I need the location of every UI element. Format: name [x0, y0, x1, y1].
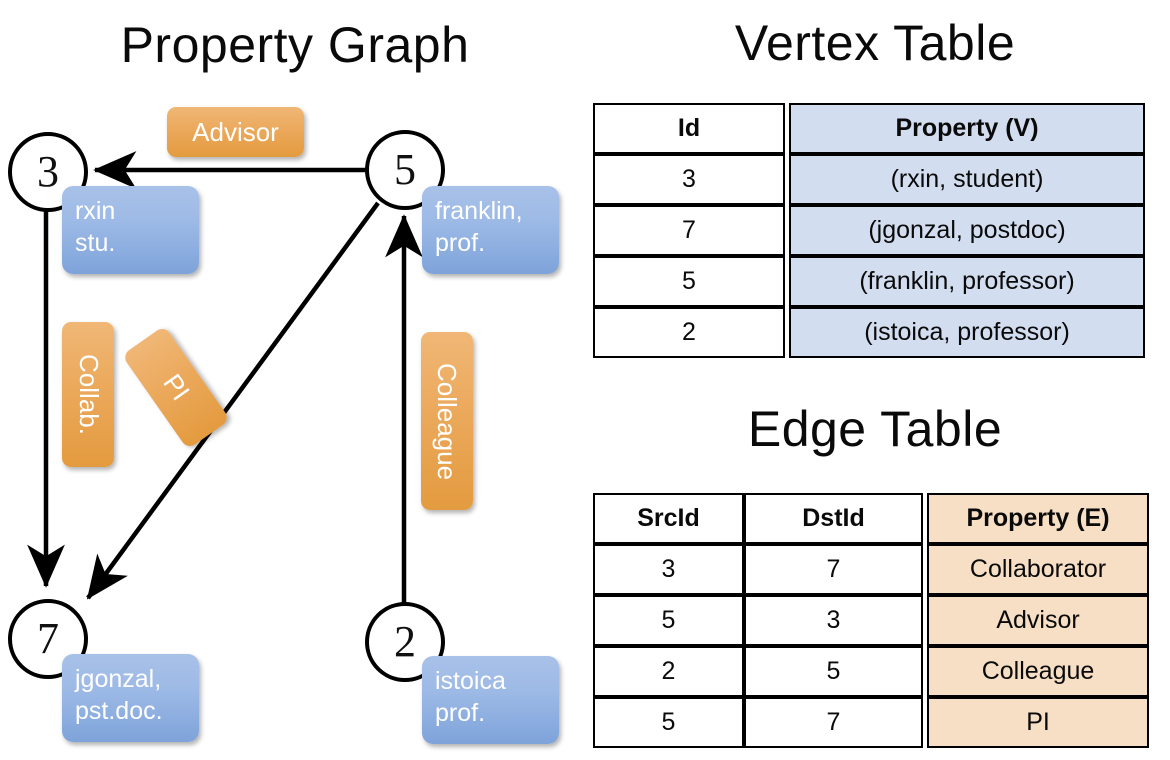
vertex-table-header-row: Id Property (V) [593, 103, 1145, 154]
table-row[interactable]: 2 (istoica, professor) [593, 307, 1145, 358]
vertex-table-col-property: Property (V) [789, 103, 1145, 154]
graph-node-3-label: 3 [37, 147, 59, 196]
page-title-edge-table: Edge Table [747, 401, 1003, 457]
graph-node-5-property-box: franklin, prof. [422, 186, 559, 274]
graph-node-3-property-line1: rxin [75, 197, 116, 225]
edge-cell-dstid: 7 [744, 697, 923, 748]
edge-label-advisor-text: Advisor [192, 116, 279, 147]
vertex-cell-id: 2 [593, 307, 785, 358]
graph-node-7-property-box: jgonzal, pst.doc. [62, 654, 199, 742]
vertex-cell-spacer [785, 154, 789, 205]
edge-label-colleague-text: Colleague [432, 362, 463, 480]
edge-label-advisor: Advisor [167, 107, 304, 157]
table-row[interactable]: 3 7 Collaborator [593, 544, 1149, 595]
edge-table-col-property: Property (E) [927, 493, 1149, 544]
vertex-cell-property: (istoica, professor) [789, 307, 1145, 358]
graph-node-7-property-line1: jgonzal, [75, 665, 162, 693]
edge-label-collab-text: Collab. [73, 354, 104, 435]
graph-node-5-property-line1: franklin, [435, 197, 523, 225]
edge-cell-srcid: 3 [593, 544, 744, 595]
edge-table-col-srcid: SrcId [593, 493, 744, 544]
edge-cell-property: PI [927, 697, 1149, 748]
edge-label-colleague: Colleague [421, 332, 473, 510]
edge-cell-spacer [923, 697, 927, 748]
vertex-table-col-spacer [785, 103, 789, 154]
vertex-cell-id: 3 [593, 154, 785, 205]
edge-table-header-row: SrcId DstId Property (E) [593, 493, 1149, 544]
vertex-cell-spacer [785, 205, 789, 256]
vertex-cell-spacer [785, 307, 789, 358]
edge-cell-dstid: 7 [744, 544, 923, 595]
vertex-table: Id Property (V) 3 (rxin, student) 7 (jgo… [593, 103, 1145, 358]
graph-node-2-label: 2 [394, 617, 416, 666]
edge-label-collab: Collab. [62, 322, 114, 467]
vertex-cell-property: (jgonzal, postdoc) [789, 205, 1145, 256]
table-row[interactable]: 3 (rxin, student) [593, 154, 1145, 205]
table-row[interactable]: 2 5 Colleague [593, 646, 1149, 697]
vertex-cell-property: (rxin, student) [789, 154, 1145, 205]
graph-node-7-label: 7 [37, 614, 59, 663]
graph-node-2-property-line1: istoica [435, 667, 506, 695]
page-title-property-graph: Property Graph [120, 17, 470, 73]
edge-table: SrcId DstId Property (E) 3 7 Collaborato… [593, 493, 1149, 748]
graph-node-2[interactable] [365, 602, 445, 682]
graph-node-2-property-box: istoica prof. [422, 656, 559, 744]
property-graph-diagram: 3 rxin stu. 5 franklin, prof. 7 jgonzal,… [8, 107, 559, 744]
graph-node-5-label: 5 [394, 145, 416, 194]
table-row[interactable]: 5 (franklin, professor) [593, 256, 1145, 307]
edge-cell-spacer [923, 544, 927, 595]
graph-edges-svg [27, 151, 423, 604]
vertex-cell-id: 5 [593, 256, 785, 307]
table-row[interactable]: 7 (jgonzal, postdoc) [593, 205, 1145, 256]
graph-node-3-property-box: rxin stu. [62, 186, 199, 274]
graph-node-7-property-line2: pst.doc. [75, 697, 163, 725]
edge-cell-property: Collaborator [927, 544, 1149, 595]
page-title-vertex-table: Vertex Table [734, 15, 1016, 71]
edge-cell-dstid: 3 [744, 595, 923, 646]
vertex-cell-spacer [785, 256, 789, 307]
table-row[interactable]: 5 7 PI [593, 697, 1149, 748]
edge-cell-srcid: 5 [593, 697, 744, 748]
edge-5-to-7-pi [86, 201, 380, 600]
vertex-cell-property: (franklin, professor) [789, 256, 1145, 307]
vertex-table-col-id: Id [593, 103, 785, 154]
edge-cell-property: Colleague [927, 646, 1149, 697]
edge-cell-srcid: 5 [593, 595, 744, 646]
edge-table-col-dstid: DstId [744, 493, 923, 544]
edge-cell-property: Advisor [927, 595, 1149, 646]
edge-cell-spacer [923, 646, 927, 697]
graph-node-2-property-line2: prof. [435, 699, 486, 727]
graph-node-3-property-line2: stu. [75, 229, 116, 257]
edge-cell-srcid: 2 [593, 646, 744, 697]
edge-table-col-spacer [923, 493, 927, 544]
edge-label-pi-text: PI [157, 368, 196, 406]
graph-node-5-property-line2: prof. [435, 229, 486, 257]
edge-cell-spacer [923, 595, 927, 646]
edge-cell-dstid: 5 [744, 646, 923, 697]
table-row[interactable]: 5 3 Advisor [593, 595, 1149, 646]
vertex-cell-id: 7 [593, 205, 785, 256]
